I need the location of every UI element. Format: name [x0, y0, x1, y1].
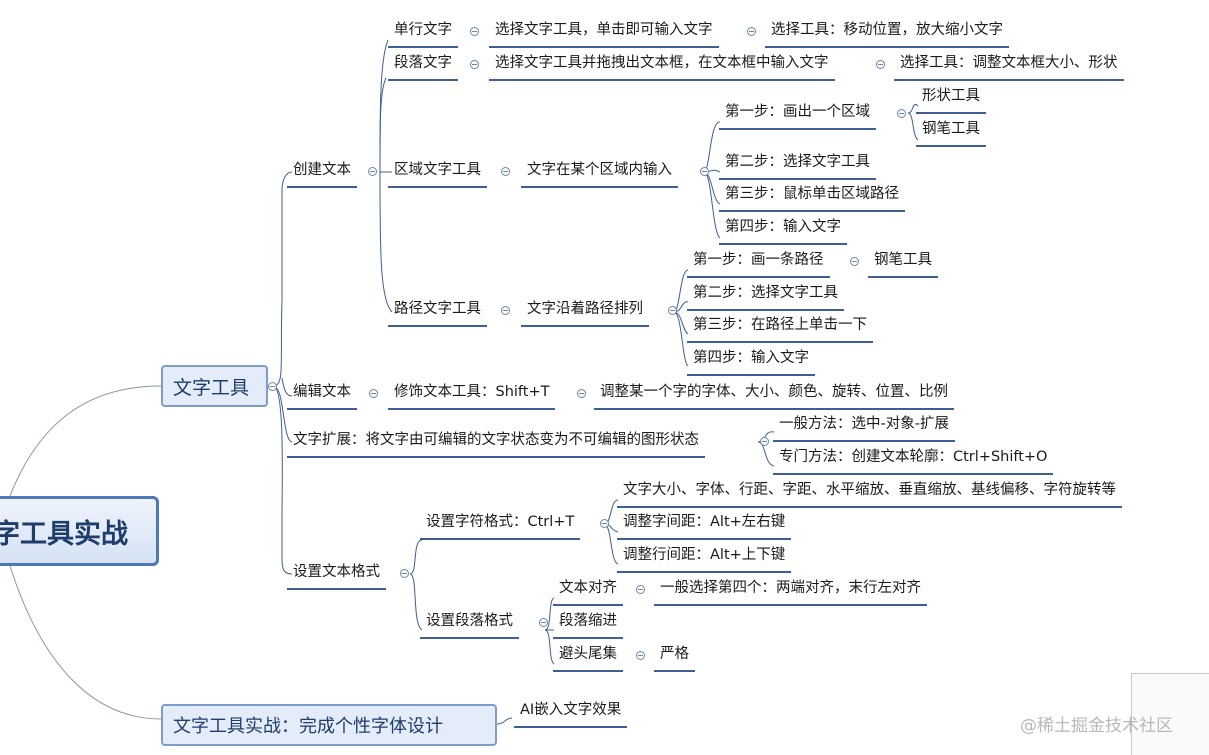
collapse-toggle[interactable]	[368, 167, 377, 176]
collapse-toggle[interactable]	[501, 167, 510, 176]
node-char-attrs[interactable]: 文字大小、字体、行距、字距、水平缩放、垂直缩放、基线偏移、字符旋转等	[617, 476, 1122, 508]
collapse-toggle[interactable]	[636, 651, 645, 660]
node-para-format[interactable]: 设置段落格式	[420, 607, 519, 639]
node-align-desc[interactable]: 一般选择第四个：两端对齐，末行左对齐	[654, 574, 927, 606]
node-create-text[interactable]: 创建文本	[287, 156, 357, 188]
topic-text-tool-label: 文字工具	[173, 376, 250, 399]
node-area-tool[interactable]: 区域文字工具	[388, 156, 487, 188]
root-topic[interactable]: 文字工具实战	[0, 496, 159, 566]
node-area-step3[interactable]: 第三步：鼠标单击区域路径	[719, 180, 905, 212]
node-single-line-2[interactable]: 选择工具：移动位置，放大缩小文字	[765, 16, 1009, 48]
collapse-toggle[interactable]	[850, 257, 859, 266]
node-area-step2[interactable]: 第二步：选择文字工具	[719, 148, 876, 180]
collapse-toggle[interactable]	[636, 585, 645, 594]
topic-text-tool[interactable]: 文字工具	[161, 365, 268, 407]
node-indent[interactable]: 段落缩进	[553, 607, 623, 639]
node-char-format[interactable]: 设置字符格式：Ctrl+T	[420, 508, 581, 540]
node-path-step1[interactable]: 第一步：画一条路径	[687, 246, 830, 278]
collapse-toggle[interactable]	[369, 389, 378, 398]
node-char-spacing[interactable]: 调整字间距：Alt+左右键	[617, 508, 792, 540]
node-single-line[interactable]: 单行文字	[388, 16, 458, 48]
node-area-step4[interactable]: 第四步：输入文字	[719, 213, 847, 245]
node-edit-text[interactable]: 编辑文本	[287, 378, 357, 410]
collapse-toggle[interactable]	[268, 382, 277, 391]
topic-practice-label: 文字工具实战：完成个性字体设计	[173, 716, 443, 737]
node-expand[interactable]: 文字扩展：将文字由可编辑的文字状态变为不可编辑的图形状态	[287, 426, 705, 458]
node-paragraph-2[interactable]: 选择工具：调整文本框大小、形状	[894, 49, 1124, 81]
collapse-toggle[interactable]	[897, 109, 906, 118]
node-touchup-desc[interactable]: 调整某一个字的字体、大小、颜色、旋转、位置、比例	[594, 378, 954, 410]
collapse-toggle[interactable]	[600, 519, 609, 528]
node-expand-general[interactable]: 一般方法：选中-对象-扩展	[773, 410, 955, 442]
node-paragraph-1[interactable]: 选择文字工具并拖拽出文本框，在文本框中输入文字	[489, 49, 835, 81]
root-topic-label: 文字工具实战	[0, 518, 128, 550]
node-path-tool[interactable]: 路径文字工具	[388, 295, 487, 327]
node-format[interactable]: 设置文本格式	[287, 558, 386, 590]
collapse-toggle[interactable]	[700, 167, 709, 176]
collapse-toggle[interactable]	[577, 389, 586, 398]
corner-panel	[1131, 673, 1209, 755]
node-single-line-1[interactable]: 选择文字工具，单击即可输入文字	[489, 16, 719, 48]
collapse-toggle[interactable]	[400, 569, 409, 578]
collapse-toggle[interactable]	[760, 437, 769, 446]
node-area-desc[interactable]: 文字在某个区域内输入	[521, 156, 678, 188]
watermark: @稀土掘金技术社区	[1020, 716, 1173, 736]
node-touchup-tool[interactable]: 修饰文本工具：Shift+T	[388, 378, 556, 410]
node-strict[interactable]: 严格	[654, 640, 695, 672]
node-align[interactable]: 文本对齐	[553, 574, 623, 606]
collapse-toggle[interactable]	[470, 60, 479, 69]
node-ai-embed[interactable]: AI嵌入文字效果	[514, 696, 628, 728]
node-line-spacing[interactable]: 调整行间距：Alt+上下键	[617, 541, 792, 573]
collapse-toggle[interactable]	[876, 60, 885, 69]
node-path-step2[interactable]: 第二步：选择文字工具	[687, 279, 844, 311]
node-pen-tool[interactable]: 钢笔工具	[916, 115, 986, 147]
collapse-toggle[interactable]	[539, 618, 548, 627]
node-path-step3[interactable]: 第三步：在路径上单击一下	[687, 311, 873, 343]
node-area-step1[interactable]: 第一步：画出一个区域	[719, 98, 876, 130]
node-kinsoku[interactable]: 避头尾集	[553, 640, 623, 672]
node-expand-outline[interactable]: 专门方法：创建文本轮廓：Ctrl+Shift+O	[773, 443, 1054, 475]
node-path-desc[interactable]: 文字沿着路径排列	[521, 295, 649, 327]
collapse-toggle[interactable]	[668, 306, 677, 315]
collapse-toggle[interactable]	[470, 27, 479, 36]
node-shape-tool[interactable]: 形状工具	[916, 82, 986, 114]
collapse-toggle[interactable]	[747, 27, 756, 36]
node-path-step4[interactable]: 第四步：输入文字	[687, 344, 815, 376]
node-pen-tool[interactable]: 钢笔工具	[868, 246, 938, 278]
collapse-toggle[interactable]	[501, 306, 510, 315]
topic-practice[interactable]: 文字工具实战：完成个性字体设计	[161, 704, 497, 746]
node-paragraph[interactable]: 段落文字	[388, 49, 458, 81]
